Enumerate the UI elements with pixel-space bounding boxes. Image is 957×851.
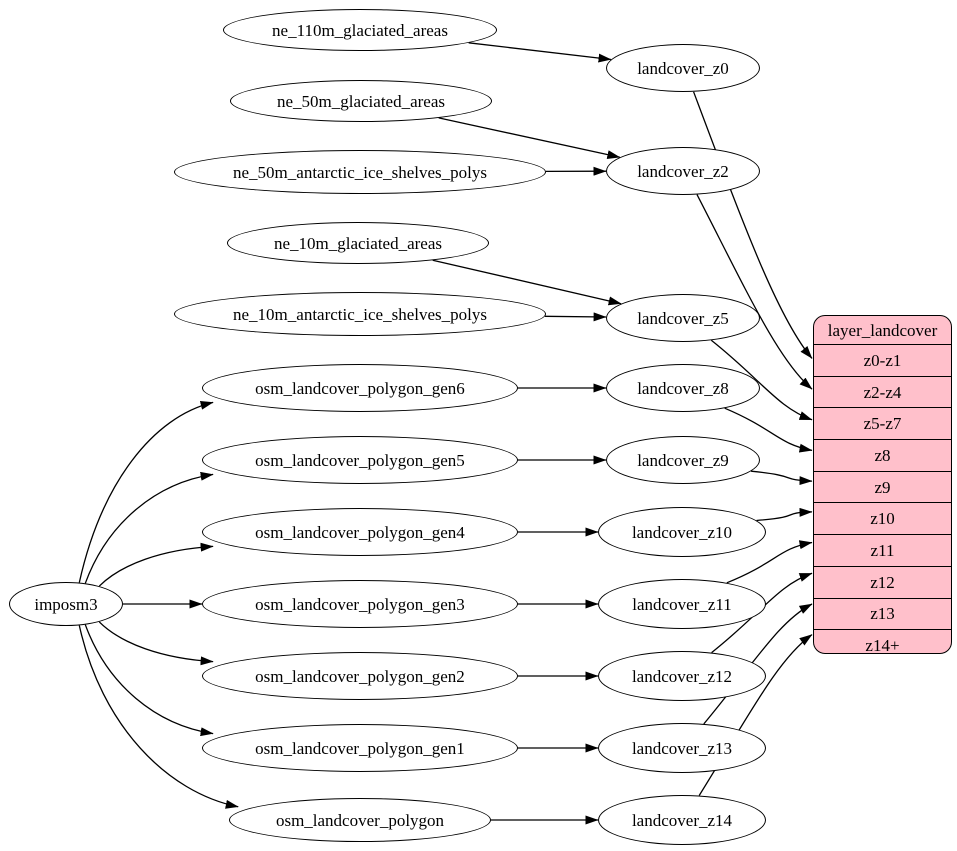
node-osm_landcover_polygon: osm_landcover_polygon bbox=[229, 798, 491, 842]
node-ne_110m_glaciated_areas: ne_110m_glaciated_areas bbox=[223, 9, 497, 51]
edge-landcover_z13-to-layer_landcover:z13 bbox=[703, 603, 813, 725]
node-landcover_z9: landcover_z9 bbox=[606, 436, 760, 484]
record-row-z14+: z14+ bbox=[814, 629, 951, 653]
record-title: layer_landcover bbox=[827, 320, 938, 340]
record-row-z13: z13 bbox=[814, 597, 951, 630]
edge-imposm3-to-osm_landcover_polygon_gen5 bbox=[84, 471, 214, 584]
record-row-z10: z10 bbox=[814, 502, 951, 534]
node-landcover_z10: landcover_z10 bbox=[598, 507, 766, 557]
node-osm_landcover_polygon_gen2: osm_landcover_polygon_gen2 bbox=[202, 652, 518, 700]
node-ne_50m_glaciated_areas: ne_50m_glaciated_areas bbox=[230, 80, 492, 122]
edge-landcover_z5-to-layer_landcover:z5-z7 bbox=[710, 339, 813, 421]
node-ne_50m_antarctic_ice_shelves_polys: ne_50m_antarctic_ice_shelves_polys bbox=[174, 150, 546, 194]
edge-ne_10m_glaciated_areas-to-landcover_z5 bbox=[432, 259, 622, 306]
node-osm_landcover_polygon_gen6: osm_landcover_polygon_gen6 bbox=[202, 364, 518, 412]
node-landcover_z12: landcover_z12 bbox=[598, 651, 766, 701]
record-row-z8: z8 bbox=[814, 439, 951, 471]
edge-landcover_z8-to-layer_landcover:z8 bbox=[724, 407, 813, 453]
node-osm_landcover_polygon_gen4: osm_landcover_polygon_gen4 bbox=[202, 508, 518, 556]
edge-imposm3-to-osm_landcover_polygon_gen2 bbox=[98, 621, 214, 666]
record-row-z12: z12 bbox=[814, 565, 951, 598]
edge-ne_50m_glaciated_areas-to-landcover_z2 bbox=[438, 117, 621, 160]
node-ne_10m_glaciated_areas: ne_10m_glaciated_areas bbox=[227, 222, 489, 264]
node-osm_landcover_polygon_gen5: osm_landcover_polygon_gen5 bbox=[202, 436, 518, 484]
node-landcover_z5: landcover_z5 bbox=[606, 294, 760, 342]
edge-imposm3-to-osm_landcover_polygon bbox=[78, 625, 239, 809]
node-imposm3: imposm3 bbox=[9, 582, 123, 626]
node-landcover_z2: landcover_z2 bbox=[606, 147, 760, 195]
record-row-z0-z1: z0-z1 bbox=[814, 344, 951, 376]
edge-ne_110m_glaciated_areas-to-landcover_z0 bbox=[468, 42, 612, 63]
edge-landcover_z2-to-layer_landcover:z2-z4 bbox=[696, 194, 813, 390]
node-landcover_z13: landcover_z13 bbox=[598, 723, 766, 773]
edge-landcover_z0-to-layer_landcover:z0-z1 bbox=[692, 91, 813, 359]
node-osm_landcover_polygon_gen1: osm_landcover_polygon_gen1 bbox=[202, 724, 518, 772]
record-row-z5-z7: z5-z7 bbox=[814, 407, 951, 439]
node-landcover_z0: landcover_z0 bbox=[606, 44, 760, 92]
node-osm_landcover_polygon_gen3: osm_landcover_polygon_gen3 bbox=[202, 580, 518, 628]
node-ne_10m_antarctic_ice_shelves_polys: ne_10m_antarctic_ice_shelves_polys bbox=[174, 292, 546, 336]
node-landcover_z8: landcover_z8 bbox=[606, 364, 760, 412]
record-row-z9: z9 bbox=[814, 470, 951, 503]
record-row-z11: z11 bbox=[814, 534, 951, 566]
edge-landcover_z9-to-layer_landcover:z9 bbox=[751, 470, 813, 486]
edge-imposm3-to-osm_landcover_polygon_gen6 bbox=[78, 400, 214, 583]
record-row-z2-z4: z2-z4 bbox=[814, 375, 951, 408]
edge-ne_10m_antarctic_ice_shelves_polys-to-landcover_z5 bbox=[544, 312, 607, 322]
node-landcover_z14: landcover_z14 bbox=[598, 795, 766, 845]
edge-landcover_z12-to-layer_landcover:z12 bbox=[711, 572, 813, 654]
edge-imposm3-to-osm_landcover_polygon_gen4 bbox=[98, 542, 214, 587]
node-landcover_z11: landcover_z11 bbox=[598, 579, 766, 629]
edge-imposm3-to-osm_landcover_polygon_gen1 bbox=[84, 624, 214, 737]
edge-landcover_z11-to-layer_landcover:z11 bbox=[726, 540, 813, 584]
edge-landcover_z10-to-layer_landcover:z10 bbox=[756, 507, 813, 522]
